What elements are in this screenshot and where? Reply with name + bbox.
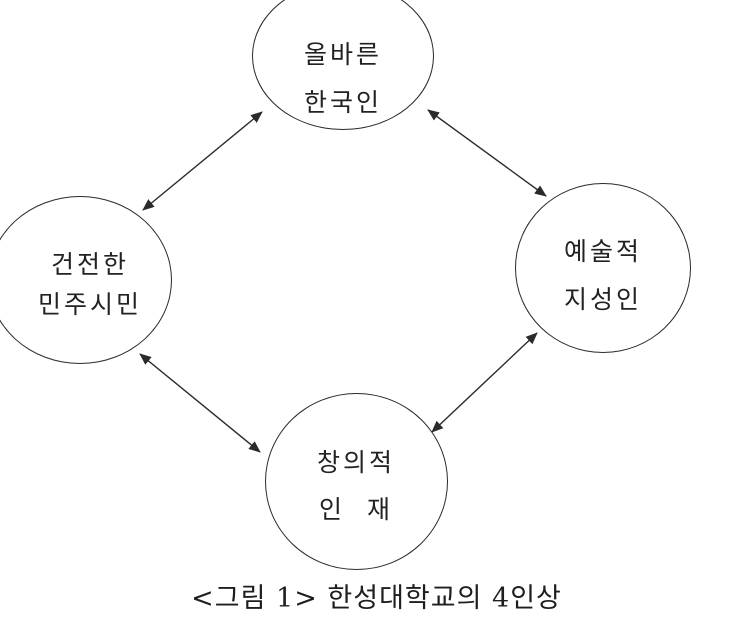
node-top-circle — [252, 0, 434, 130]
node-top-line1: 올바른 — [303, 40, 382, 69]
node-bottom-line1: 창의적 — [316, 448, 395, 477]
node-top-line2: 한국인 — [303, 88, 382, 117]
node-right-line1: 예술적 — [563, 237, 642, 266]
node-right-circle — [515, 183, 691, 353]
arrow-top-left — [142, 111, 263, 211]
arrow-left-bottom — [139, 353, 261, 453]
node-left-line2: 민주시민 — [37, 290, 142, 319]
node-bottom-circle — [265, 393, 448, 570]
node-bottom-line2: 인 재 — [319, 495, 393, 524]
arrow-right-bottom — [431, 332, 538, 433]
arrow-top-right — [427, 109, 547, 197]
node-right-line2: 지성인 — [563, 285, 642, 314]
node-left-line1: 건전한 — [50, 250, 129, 279]
figure-caption: <그림 1> 한성대학교의 4인상 — [191, 583, 562, 614]
node-left-circle — [0, 196, 172, 364]
